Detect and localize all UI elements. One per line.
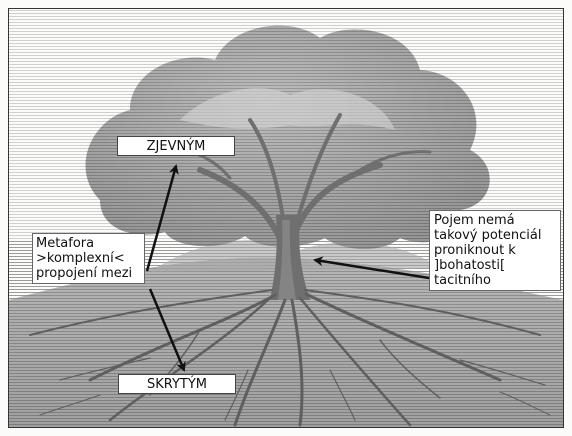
label-metafora-line: Metafora	[36, 236, 141, 251]
label-skrytym: SKRYTÝM	[118, 374, 236, 394]
label-zjevnym: ZJEVNÝM	[117, 136, 235, 156]
label-metafora: Metafora >komplexní< propojení mezi	[32, 233, 145, 284]
label-pojem-line: proniknout k	[434, 243, 556, 258]
label-metafora-line: propojení mezi	[36, 266, 141, 281]
label-skrytym-text: SKRYTÝM	[147, 377, 207, 392]
label-pojem-line: takový potenciál	[434, 228, 556, 243]
label-pojem-line: ]bohatosti[	[434, 258, 556, 273]
label-pojem-line: Pojem nemá	[434, 213, 556, 228]
label-metafora-line: >komplexní<	[36, 251, 141, 266]
label-pojem-line: tacitního	[434, 273, 556, 288]
label-zjevnym-text: ZJEVNÝM	[147, 139, 206, 154]
label-pojem: Pojem nemá takový potenciál proniknout k…	[429, 210, 561, 291]
